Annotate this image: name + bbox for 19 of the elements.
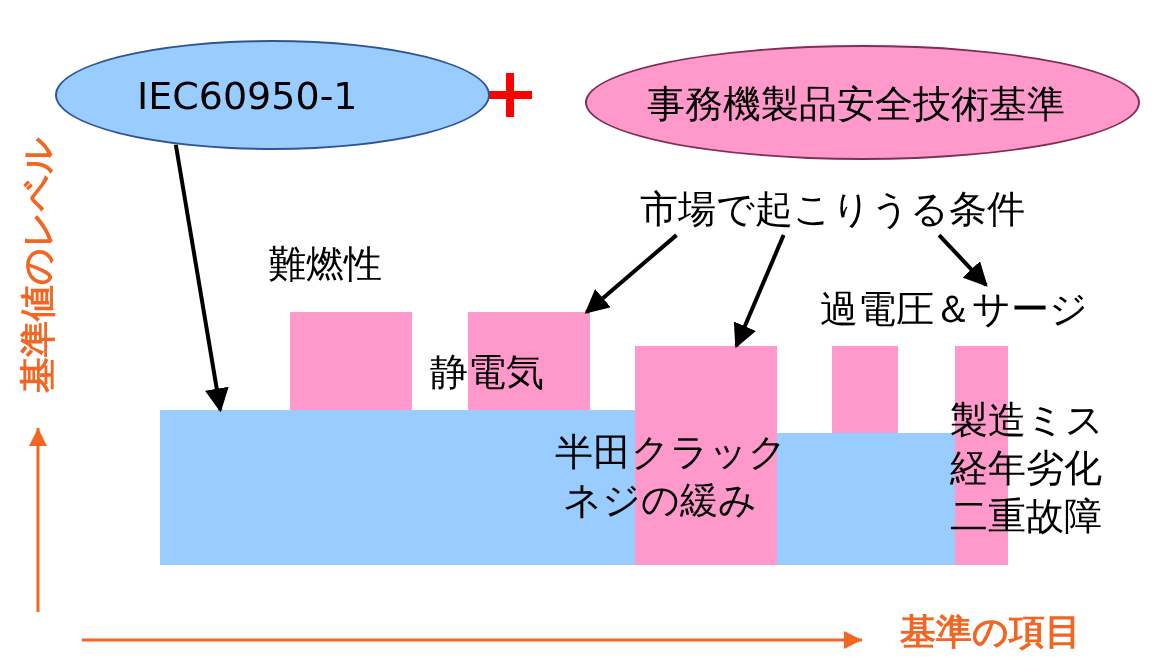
criteria-block [160,410,635,565]
bar-label: 製造ミス [950,397,1104,444]
arrow [584,233,678,314]
condition-heading: 市場で起こりうる条件 [640,185,1045,235]
bar-label: ネジの緩み [563,477,757,524]
axis-label: 基準の項目 [900,610,1081,654]
criteria-bar [832,346,898,433]
bar-label: 経年劣化 [950,445,1102,492]
arrow [733,234,786,349]
bar-label: 二重故障 [950,493,1102,540]
standard-name: IEC60950-1 [137,73,358,120]
standard-name: 事務機製品安全技術基準 [647,81,1065,128]
arrow [173,144,229,413]
bar-label: 難燃性 [268,241,382,288]
bar-label: 半田クラック [555,429,787,476]
bar-label: 過電圧＆サージ [820,285,1120,335]
axis-label: 基準値のレベル [16,137,59,393]
bar-label: 静電気 [430,349,544,396]
arrow [937,233,988,287]
